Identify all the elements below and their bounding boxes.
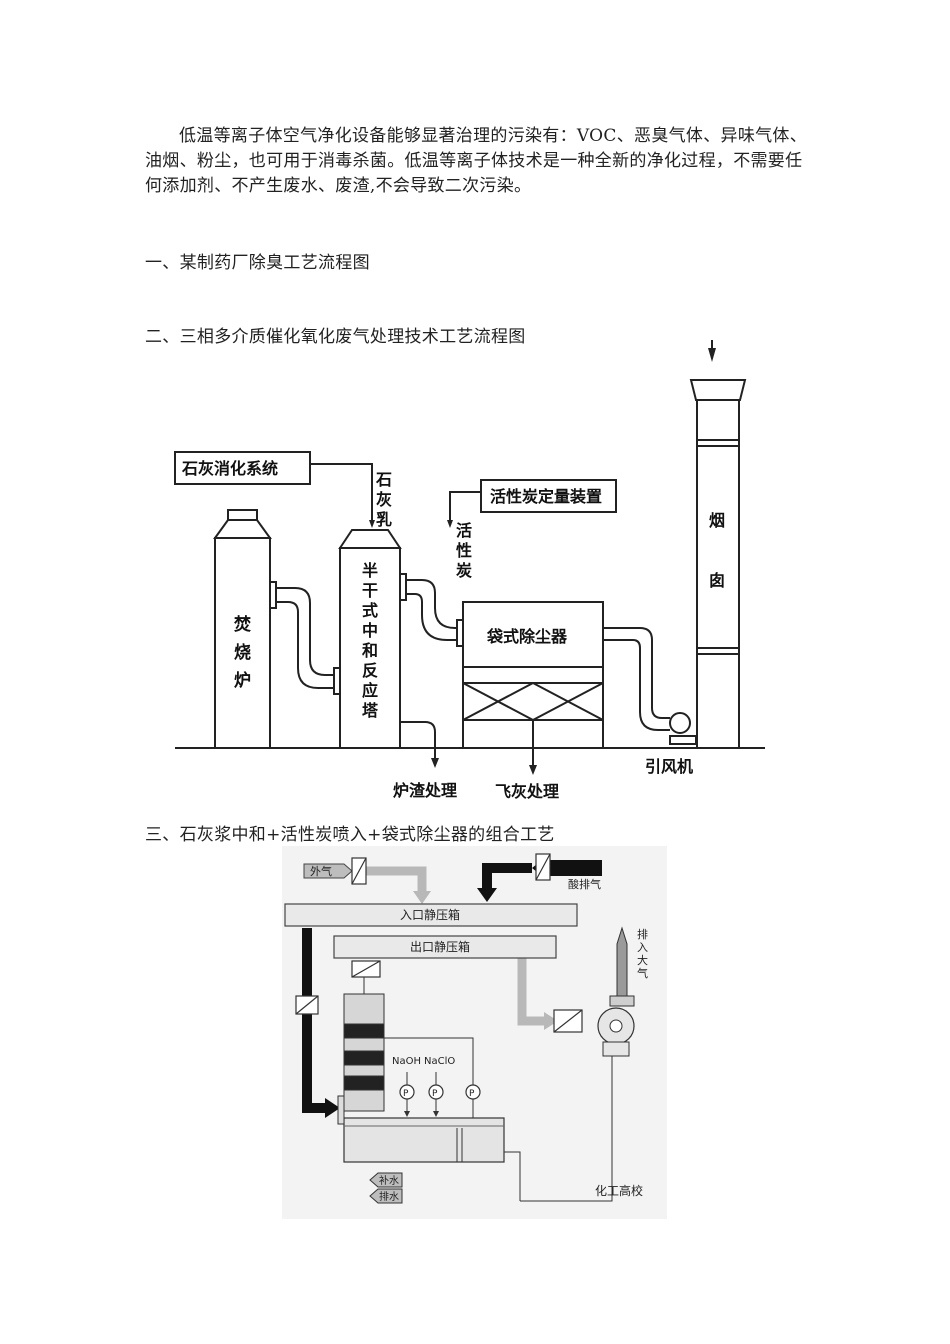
inlet-box-label: 入口静压箱 [400,907,460,922]
svg-text:乳: 乳 [376,510,392,529]
fly-ash-label: 飞灰处理 [495,782,559,801]
discharge-label: 排 入 大 气 [637,927,648,980]
svg-text:炭: 炭 [456,561,472,580]
lime-milk-label: 石 灰 乳 [375,470,392,529]
tank [343,1117,505,1163]
incinerator-label: 焚 烧 炉 [233,614,251,691]
pump-3-label: P [469,1089,475,1099]
chimney-label: 烟 囱 [709,511,725,590]
combined-process-diagram: 外气 酸排气 入口静压箱 出口静压箱 排 入 大 气 NaOH NaClO P … [282,846,667,1219]
svg-text:干: 干 [362,581,378,600]
heading-3: 三、石灰浆中和+活性炭喷入+袋式除尘器的组合工艺 [145,825,555,845]
baghouse-label: 袋式除尘器 [486,627,568,646]
drain-water-label: 排水 [379,1190,399,1203]
intro-paragraph: 低温等离子体空气净化设备能够显著治理的污染有：VOC、恶臭气体、异味气体、油烟、… [145,126,808,196]
svg-text:灰: 灰 [376,490,392,509]
svg-text:大: 大 [637,953,648,967]
acid-exhaust-label: 酸排气 [568,877,601,891]
naclo-label: NaClO [424,1056,455,1067]
svg-text:烧: 烧 [234,643,251,663]
carbon-label: 活 性 炭 [456,521,472,580]
svg-text:和: 和 [362,641,378,660]
svg-text:石灰消化系统: 石灰消化系统 [181,459,278,478]
outlet-box-label: 出口静压箱 [410,939,470,954]
slag-label: 炉渣处理 [393,781,457,800]
svg-text:石: 石 [375,470,392,489]
heading-1: 一、某制药厂除臭工艺流程图 [145,253,370,273]
heading-2: 二、三相多介质催化氧化废气处理技术工艺流程图 [145,327,526,347]
svg-text:应: 应 [362,681,378,700]
svg-text:反: 反 [362,661,378,680]
outside-air-label: 外气 [310,864,332,878]
svg-text:气: 气 [637,966,648,980]
tower-label: 半 干 式 中 和 反 应 塔 [362,561,379,720]
svg-text:式: 式 [362,601,378,620]
fan-label: 引风机 [645,757,693,776]
svg-text:活性炭定量装置: 活性炭定量装置 [490,487,602,506]
svg-text:塔: 塔 [362,701,379,720]
pump-1-label: P [403,1089,409,1099]
makeup-water-label: 补水 [379,1174,399,1187]
lime-system-box [174,451,311,485]
process-flow-diagram: 石灰消化系统 活性炭定量装置 石 灰 乳 活 性 炭 焚 烧 炉 半 干 式 中… [174,340,765,801]
svg-text:活: 活 [456,521,472,540]
inlet-box [284,903,578,927]
carbon-device-box [480,479,617,513]
svg-text:中: 中 [362,621,378,640]
svg-text:入: 入 [637,941,648,954]
svg-text:烟: 烟 [709,511,725,530]
svg-text:炉: 炉 [234,670,251,691]
watermark-label: 化工高校 [595,1183,643,1198]
svg-text:囱: 囱 [709,571,725,590]
naoh-label: NaOH [392,1056,421,1067]
svg-text:半: 半 [362,561,378,580]
svg-text:排: 排 [637,927,648,941]
svg-text:性: 性 [456,541,472,560]
outlet-box [333,935,557,959]
pump-2-label: P [432,1089,438,1099]
svg-text:焚: 焚 [233,614,251,635]
